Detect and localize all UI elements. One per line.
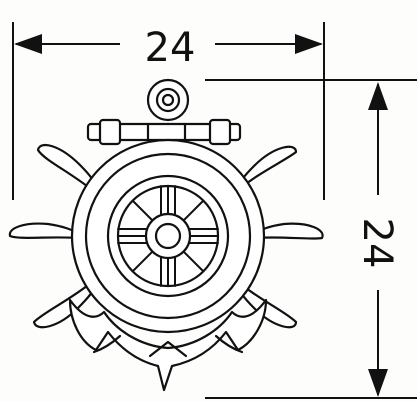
height-dimension: 24 — [354, 82, 400, 397]
anchor-ship-wheel-icon — [8, 78, 324, 392]
width-dimension-label: 24 — [145, 25, 196, 71]
width-dimension: 24 — [14, 25, 323, 71]
anchor-fluke — [68, 298, 268, 392]
height-dimension-label: 24 — [354, 218, 400, 269]
